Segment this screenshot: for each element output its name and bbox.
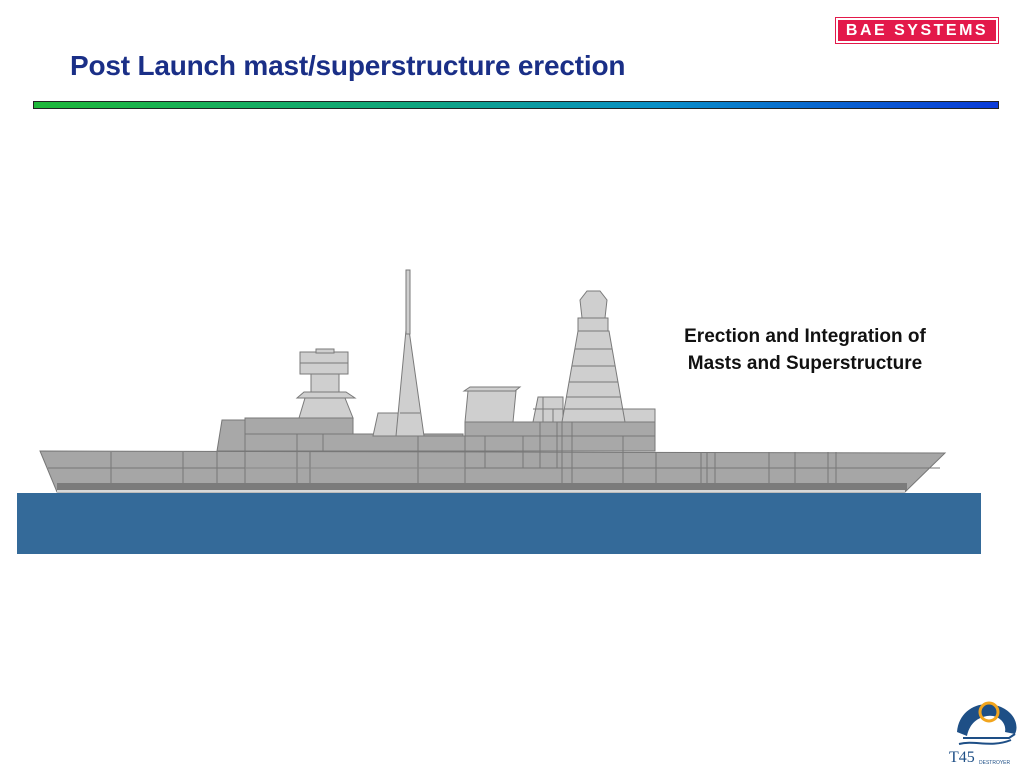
caption-line-2: Masts and Superstructure	[687, 353, 923, 374]
caption: Erection and Integration of Masts and Su…	[640, 323, 970, 377]
title-divider	[33, 101, 999, 109]
slide-title: Post Launch mast/superstructure erection	[70, 50, 626, 81]
badge-subtitle: DESTROYER	[979, 760, 1011, 766]
caption-line-1: Erection and Integration of	[684, 326, 926, 347]
ship-hull	[39, 417, 947, 493]
superstructure-erected	[295, 269, 656, 437]
t45-destroyer-logo: T45 DESTROYER	[949, 701, 1017, 766]
sea	[17, 493, 981, 554]
badge-t45-text: T45	[949, 749, 975, 766]
bae-systems-logo: BAE SYSTEMS	[835, 17, 999, 44]
